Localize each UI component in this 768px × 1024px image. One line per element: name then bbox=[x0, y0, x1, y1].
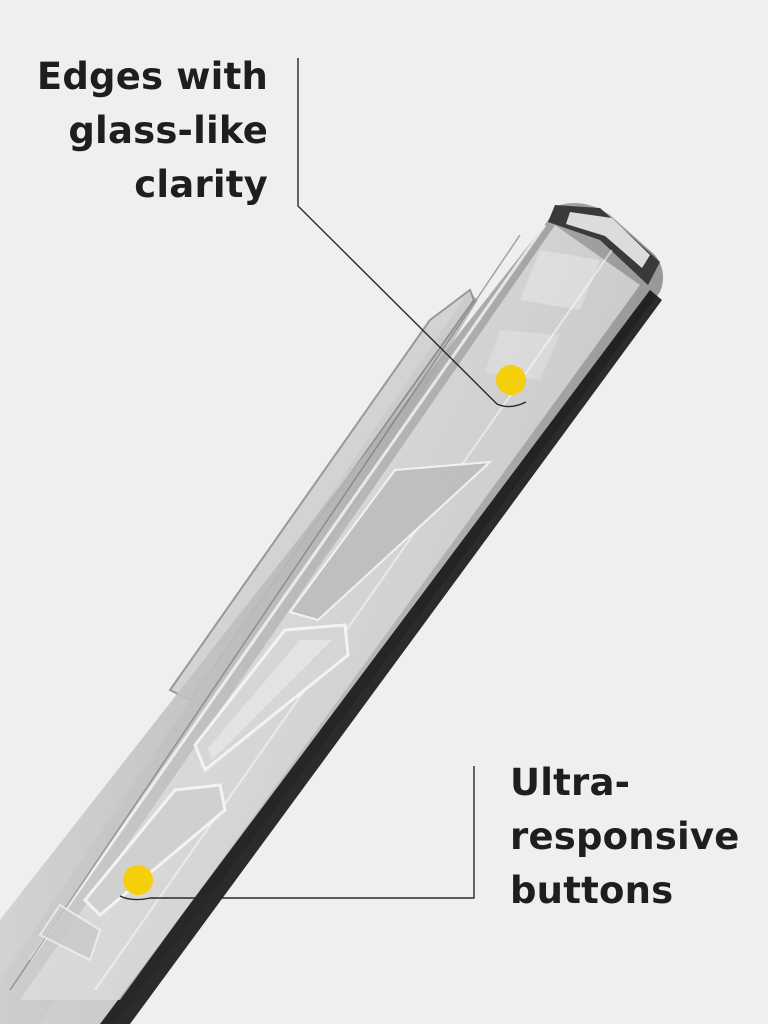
glass-reflections bbox=[485, 250, 600, 380]
button-cutouts bbox=[38, 623, 350, 962]
buttons-callout-line-3: buttons bbox=[510, 869, 674, 912]
callout-leader-lines bbox=[119, 58, 527, 901]
edges-marker bbox=[496, 365, 526, 395]
edges-callout-line-2: glass-like bbox=[68, 109, 268, 152]
case-side-panel bbox=[288, 460, 493, 622]
buttons-callout-line-1: Ultra- bbox=[510, 761, 631, 804]
buttons-callout-line-2: responsive bbox=[510, 815, 740, 858]
buttons-leader-line bbox=[119, 766, 475, 901]
edges-callout-line-3: clarity bbox=[134, 163, 268, 206]
buttons-callout: Ultra- responsive buttons bbox=[510, 756, 740, 918]
edges-callout: Edges with glass-like clarity bbox=[8, 50, 268, 212]
edges-callout-line-1: Edges with bbox=[36, 55, 268, 98]
buttons-marker bbox=[123, 865, 153, 895]
edges-leader-line bbox=[297, 58, 527, 408]
